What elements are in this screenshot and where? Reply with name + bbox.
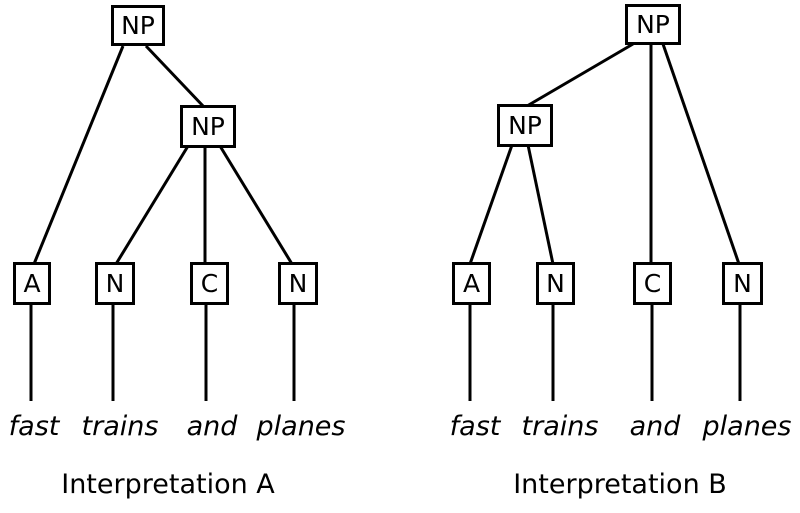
tree-a-node-leaf-n1: N [95,262,135,305]
tree-b-word-and: and [629,411,681,442]
tree-a-word-trains: trains [81,411,159,442]
tree-b-caption: Interpretation B [513,469,727,500]
tree-a-word-and: and [186,411,238,442]
tree-b-node-leaf-c: C [633,262,672,305]
tree-a-caption: Interpretation A [61,469,275,500]
tree-a-node-root-np: NP [111,5,165,46]
tree-a-node-leaf-a: A [13,262,51,305]
tree-a-node-leaf-n2: N [278,262,318,305]
tree-a-node-leaf-c: C [190,262,229,305]
tree-b-node-leaf-n2: N [722,262,763,305]
tree-b-word-trains: trains [521,411,599,442]
tree-b-edge-root-to-leaf-n2 [661,43,741,265]
tree-b-word-fast: fast [449,411,501,442]
tree-a-edge-root-to-leaf-a [32,45,125,265]
tree-a-edge-inner-to-leaf-n2 [218,145,294,265]
tree-a-edge-root-to-inner-np [144,44,206,109]
tree-b-edge-root-to-inner-np [526,42,634,108]
tree-b-edge-inner-to-leaf-n1 [526,144,555,265]
tree-b-node-leaf-n1: N [536,262,575,305]
tree-b-edge-inner-to-leaf-a [468,144,514,265]
tree-b-node-inner-np: NP [497,104,553,147]
tree-b-node-leaf-a: A [452,262,491,305]
tree-b-word-planes: planes [702,411,792,442]
tree-a-word-planes: planes [256,411,346,442]
tree-a-node-inner-np: NP [180,105,236,148]
tree-a-edge-inner-to-leaf-n1 [114,145,190,265]
tree-b-node-root-np: NP [625,4,681,45]
tree-a-word-fast: fast [8,411,60,442]
